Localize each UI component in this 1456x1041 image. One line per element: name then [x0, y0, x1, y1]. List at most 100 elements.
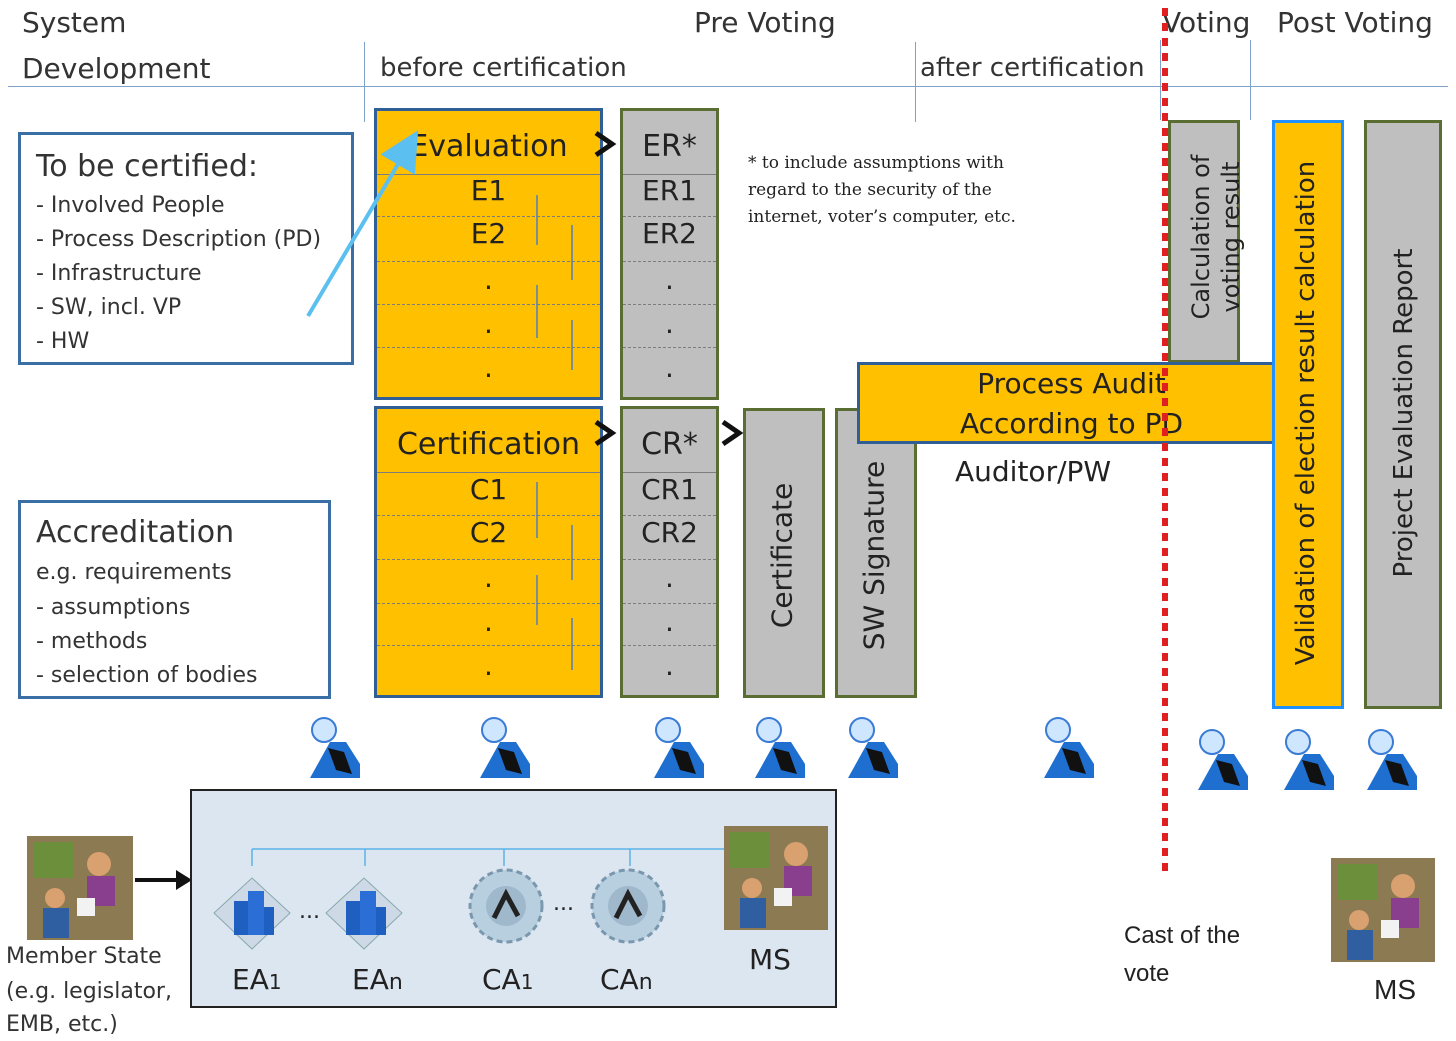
- ca1-label-sub: 1: [520, 970, 534, 994]
- acc-item-req: e.g. requirements: [36, 560, 232, 585]
- er-box: ER* ER1 ER2 . . .: [620, 108, 719, 400]
- ea1-label-sub: 1: [268, 970, 282, 994]
- accreditation-box: Accreditation e.g. requirements - assump…: [18, 500, 331, 699]
- ea1-label: EA1: [232, 963, 282, 996]
- process-audit-box: Process Audit According to PD: [857, 362, 1286, 444]
- can-label: CAn: [600, 963, 653, 996]
- tbc-item-pd: - Process Description (PD): [36, 227, 322, 252]
- tbc-item-hw: - HW: [36, 329, 90, 354]
- acc-item-methods: - methods: [36, 629, 148, 654]
- before-certification-label: before certification: [380, 53, 627, 83]
- er-row-3: .: [665, 263, 674, 296]
- certification-row-c2: C2: [469, 516, 508, 549]
- er-row-2: ER2: [642, 217, 697, 250]
- er-header: ER*: [642, 129, 697, 164]
- certificate-box: Certificate: [743, 408, 825, 698]
- er-row-1: ER1: [642, 174, 697, 207]
- evaluation-row-e1: E1: [470, 174, 507, 207]
- cr-row-3: .: [665, 561, 674, 594]
- member-state-arrowhead: [176, 870, 192, 890]
- ean-building-icon: [324, 873, 404, 955]
- evaluation-double-arrows: [536, 195, 573, 670]
- ms-right-meeting-icon: [1331, 858, 1435, 966]
- cert-dash-4: [377, 645, 600, 646]
- evaluation-row-e2: E2: [470, 217, 507, 250]
- auditor-figure-icon: [838, 712, 904, 784]
- cast-vote-label-1: Cast of the: [1124, 922, 1241, 949]
- er-row-4: .: [665, 307, 674, 340]
- member-state-label-1: Member State: [6, 944, 162, 969]
- cr-dash-3: [623, 603, 716, 604]
- divider-system-dev: [364, 42, 365, 122]
- acc-item-assumptions: - assumptions: [36, 595, 191, 620]
- auditor-figure-icon: [1274, 724, 1340, 796]
- cert-dash-1: [377, 515, 600, 516]
- evaluation-row-3: .: [484, 263, 493, 296]
- ca1-label-text: CA: [482, 963, 521, 996]
- process-audit-line-1: Process Audit: [977, 367, 1166, 400]
- cr-row-5: .: [665, 649, 674, 682]
- cr-row-4: .: [665, 605, 674, 638]
- eval-dash-2: [377, 261, 600, 262]
- header-rule: [8, 86, 1448, 87]
- ea1-building-icon: [212, 873, 292, 955]
- er-dash-3: [623, 304, 716, 305]
- cr-dash-2: [623, 559, 716, 560]
- cr-row-1: CR1: [641, 473, 698, 506]
- ea1-label-text: EA: [232, 963, 269, 996]
- er-dash-4: [623, 347, 716, 348]
- er-header-rule: [623, 174, 716, 175]
- can-gears-icon: [584, 866, 672, 950]
- ca-ellipsis: ...: [553, 891, 574, 916]
- process-audit-line-2: According to PD: [959, 407, 1184, 440]
- auditor-figure-icon: [1357, 724, 1423, 796]
- pre-voting-label: Pre Voting: [694, 6, 836, 39]
- ea-ellipsis: ...: [299, 899, 320, 924]
- accreditation-title: Accreditation: [36, 515, 235, 550]
- auditor-figure-icon: [300, 712, 366, 784]
- ean-label: EAn: [352, 963, 403, 996]
- divider-voting-post: [1250, 40, 1251, 120]
- ca1-gears-icon: [462, 866, 550, 950]
- certification-header-rule: [377, 472, 600, 473]
- ms-right-label: MS: [1374, 974, 1416, 1005]
- certification-row-4: .: [484, 605, 493, 638]
- cr-header-rule: [623, 472, 716, 473]
- system-development-label-2: Development: [22, 52, 211, 85]
- acc-item-bodies: - selection of bodies: [36, 663, 258, 688]
- cert-dash-3: [377, 603, 600, 604]
- auditor-figure-icon: [470, 712, 536, 784]
- evaluation-header: Evaluation: [409, 129, 568, 164]
- cr-box: CR* CR1 CR2 . . .: [620, 406, 719, 698]
- cr-to-certificate-chevron: [721, 419, 744, 447]
- member-state-label-3: EMB, etc.): [6, 1012, 118, 1037]
- cr-row-2: CR2: [641, 516, 698, 549]
- assumptions-note-2: regard to the security of the: [748, 180, 992, 200]
- evaluation-row-5: .: [484, 351, 493, 384]
- after-certification-label: after certification: [920, 53, 1145, 83]
- auditor-figure-icon: [1034, 712, 1100, 784]
- evaluation-header-rule: [377, 174, 600, 175]
- certification-header: Certification: [396, 427, 581, 462]
- assumptions-note-1: * to include assumptions with: [748, 153, 1004, 173]
- auditor-figure-icon: [644, 712, 710, 784]
- ean-label-sub: n: [388, 970, 403, 995]
- certification-row-3: .: [484, 561, 493, 594]
- er-dash-1: [623, 216, 716, 217]
- can-label-text: CA: [600, 963, 639, 996]
- cr-dash-4: [623, 645, 716, 646]
- assumptions-note-3: internet, voter’s computer, etc.: [748, 207, 1016, 227]
- member-state-label-2: (e.g. legislator,: [6, 979, 172, 1004]
- tbc-item-sw: - SW, incl. VP: [36, 295, 182, 320]
- divider-pre-voting: [1160, 40, 1161, 120]
- system-development-label: System: [22, 6, 127, 39]
- certification-scope-arrow: [306, 130, 419, 318]
- cr-header: CR*: [641, 427, 698, 462]
- certification-row-5: .: [484, 649, 493, 682]
- ca1-label: CA1: [482, 963, 533, 996]
- eval-dash-4: [377, 347, 600, 348]
- cert-to-cr-chevron: [594, 419, 617, 447]
- post-voting-label: Post Voting: [1277, 6, 1433, 39]
- certification-box: Certification C1 C2 . . .: [374, 406, 603, 698]
